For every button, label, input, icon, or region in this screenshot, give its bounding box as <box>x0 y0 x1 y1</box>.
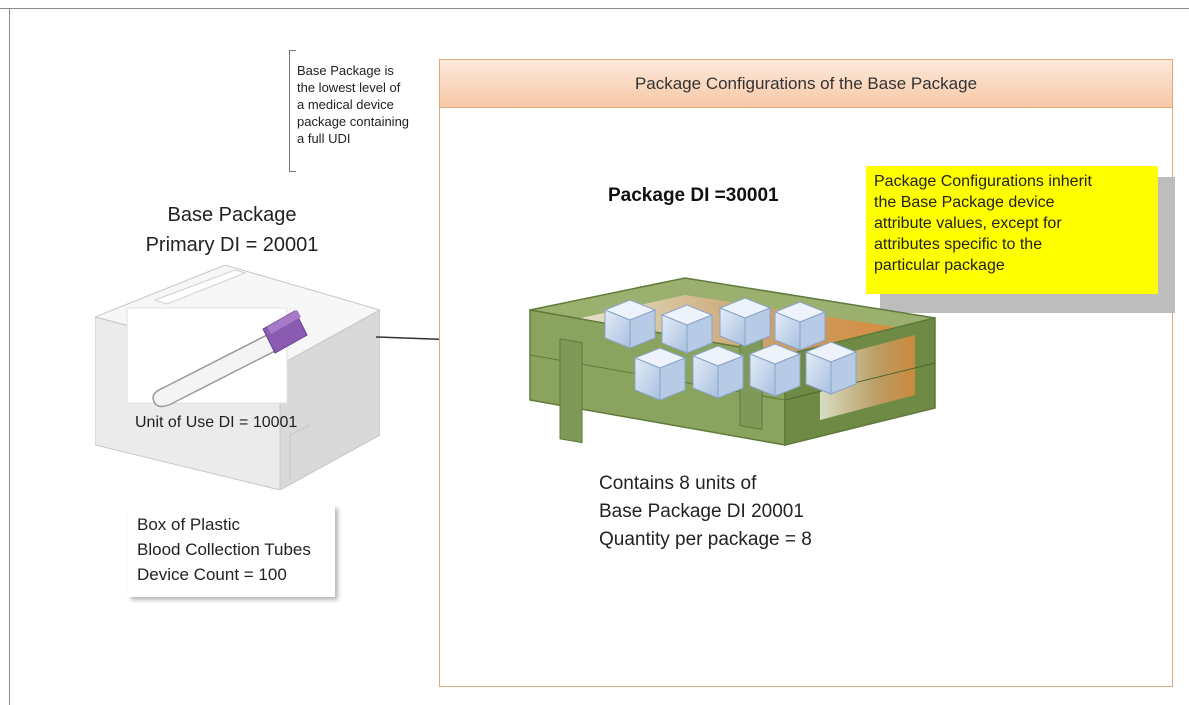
unit-box-icon <box>633 347 687 401</box>
box-desc-line: Box of Plastic <box>137 515 240 534</box>
unit-box-icon <box>773 301 827 351</box>
blood-tube-icon <box>152 310 308 408</box>
base-package-callout: Base Package is the lowest level of a me… <box>297 62 437 147</box>
frame-top-border <box>0 8 1189 9</box>
callout-line: the lowest level of <box>297 80 401 95</box>
unit-of-use-label: Unit of Use DI = 10001 <box>135 414 298 431</box>
box-description: Box of Plastic Blood Collection Tubes De… <box>128 505 335 597</box>
box-desc-line: Blood Collection Tubes <box>137 540 311 559</box>
contains-line: Base Package DI 20001 <box>599 501 804 522</box>
inheritance-note: Package Configurations inherit the Base … <box>866 166 1158 294</box>
base-package-title: Base Package Primary DI = 20001 <box>132 200 332 260</box>
contains-line: Contains 8 units of <box>599 473 757 494</box>
unit-box-icon <box>603 299 657 349</box>
unit-box-icon <box>660 304 714 354</box>
note-line: attribute values, except for <box>874 215 1062 232</box>
callout-line: Base Package is <box>297 63 394 78</box>
callout-line: a full UDI <box>297 131 351 146</box>
package-box-icon <box>95 265 380 490</box>
note-line: attributes specific to the <box>874 236 1043 253</box>
callout-bracket <box>289 50 296 172</box>
unit-box-icon <box>691 345 745 399</box>
contains-line: Quantity per package = 8 <box>599 529 812 550</box>
box-desc-line: Device Count = 100 <box>137 565 287 584</box>
callout-line: package containing <box>297 114 410 129</box>
unit-box-icon <box>804 341 858 395</box>
panel-header: Package Configurations of the Base Packa… <box>440 60 1172 108</box>
base-package-primary-di: Primary DI = 20001 <box>145 234 319 256</box>
shipping-crate-illustration <box>529 277 936 446</box>
note-line: the Base Package device <box>874 194 1055 211</box>
frame-left-border <box>9 8 10 705</box>
unit-box-icon <box>748 343 802 397</box>
callout-line: a medical device <box>297 97 394 112</box>
base-package-box-illustration <box>95 265 380 490</box>
note-line: particular package <box>874 257 1005 274</box>
package-di-label: Package DI =30001 <box>608 185 779 206</box>
contains-description: Contains 8 units of Base Package DI 2000… <box>599 470 812 554</box>
unit-box-icon <box>718 297 772 347</box>
note-line: Package Configurations inherit <box>874 173 1092 190</box>
base-package-title-line1: Base Package <box>167 204 297 226</box>
